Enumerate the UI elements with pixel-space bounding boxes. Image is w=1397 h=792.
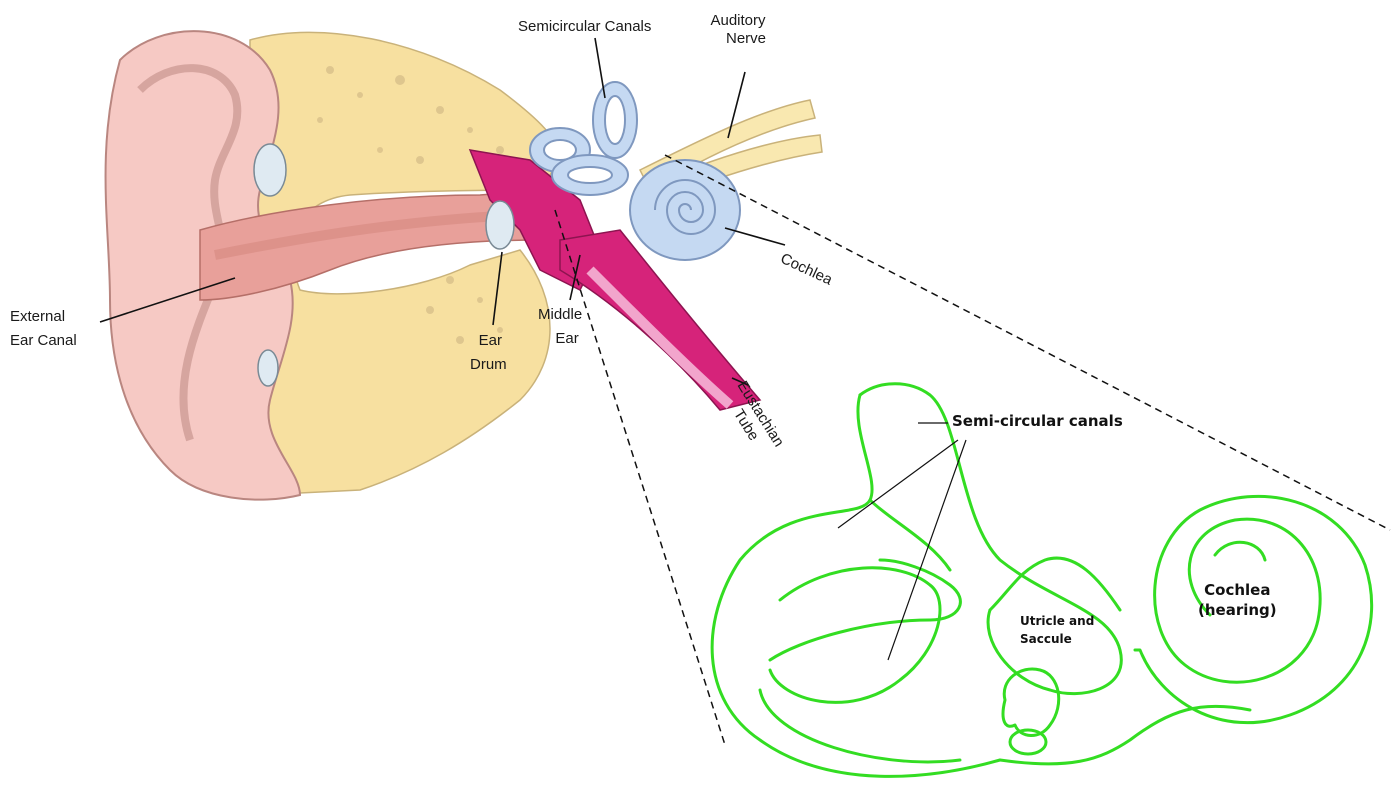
label-external-ear-canal-line2: Ear Canal: [10, 332, 77, 350]
label-ear-drum: Ear Drum: [474, 332, 507, 374]
label-utricle-line1: Utricle and: [1020, 612, 1094, 630]
label-ear-drum-line2: Drum: [470, 356, 507, 374]
ear-drum: [486, 201, 514, 249]
label-auditory-nerve-line2: Nerve: [710, 30, 766, 48]
label-middle-ear-line1: Middle: [538, 306, 582, 324]
label-cochlea-hearing: Cochlea (hearing): [1198, 580, 1277, 620]
inner-ear-leader-lines: [838, 423, 966, 660]
cochlea: [630, 160, 740, 260]
label-middle-ear-line2: Ear: [552, 330, 582, 348]
label-utricle-line2: Saccule: [1020, 630, 1094, 648]
label-auditory-nerve-line1: Auditory: [710, 12, 766, 30]
label-external-ear-canal: External Ear Canal: [10, 308, 77, 350]
label-utricle-and-saccule: Utricle and Saccule: [1020, 612, 1094, 648]
cartilage-lower: [258, 350, 278, 386]
label-auditory-nerve: Auditory Nerve: [710, 12, 766, 48]
label-ear-drum-line1: Ear: [474, 332, 507, 350]
label-external-ear-canal-line1: External: [10, 308, 77, 326]
label-semi-circular-canals: Semi-circular canals: [952, 412, 1123, 430]
label-semicircular-canals: Semicircular Canals: [518, 18, 651, 36]
label-middle-ear: Middle Ear: [538, 306, 582, 348]
label-cochlea-hearing-line2: (hearing): [1198, 600, 1277, 620]
label-cochlea-hearing-line1: Cochlea: [1198, 580, 1277, 600]
eustachian-tube: [560, 230, 760, 410]
cartilage-upper: [254, 144, 286, 196]
